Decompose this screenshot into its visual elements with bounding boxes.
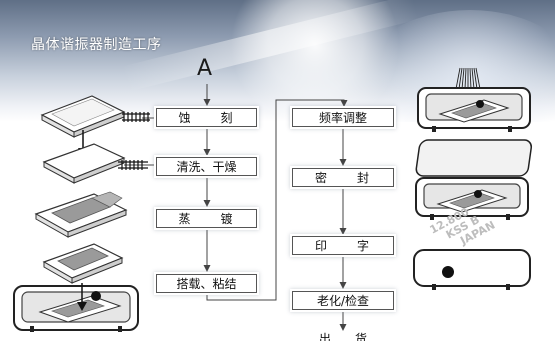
step-etching: 蚀 刻: [156, 108, 257, 127]
cleaned-wafer-icon: [42, 143, 148, 184]
marked-package-icon: [413, 249, 531, 290]
step-marking: 印 字: [292, 236, 394, 255]
connector-label-a: A: [197, 56, 213, 81]
step-frequency-adjust: 频率调整: [292, 108, 394, 127]
left-flow-lines: [203, 84, 348, 301]
frequency-trim-icon: [417, 67, 531, 132]
etched-wafer-icon: [40, 95, 150, 138]
step-sealing: 密 封: [292, 168, 394, 187]
step-cleaning-drying: 清洗、干燥: [156, 157, 257, 176]
step-shipping-label: 出 货: [318, 332, 367, 341]
step-shipping: 出 货: [292, 332, 394, 341]
electrode-wafer-icon: [34, 191, 128, 238]
step-deposition: 蒸 镀: [156, 209, 257, 228]
step-aging-inspection: 老化/检查: [292, 291, 394, 310]
page-title: 晶体谐振器制造工序: [31, 37, 162, 53]
base-mount-icon: [13, 243, 139, 332]
step-mounting-bonding: 搭载、粘结: [156, 274, 257, 293]
illustration-leaders: [124, 117, 156, 166]
lid-icon: [415, 139, 533, 177]
sealed-package-icon: [415, 177, 529, 220]
